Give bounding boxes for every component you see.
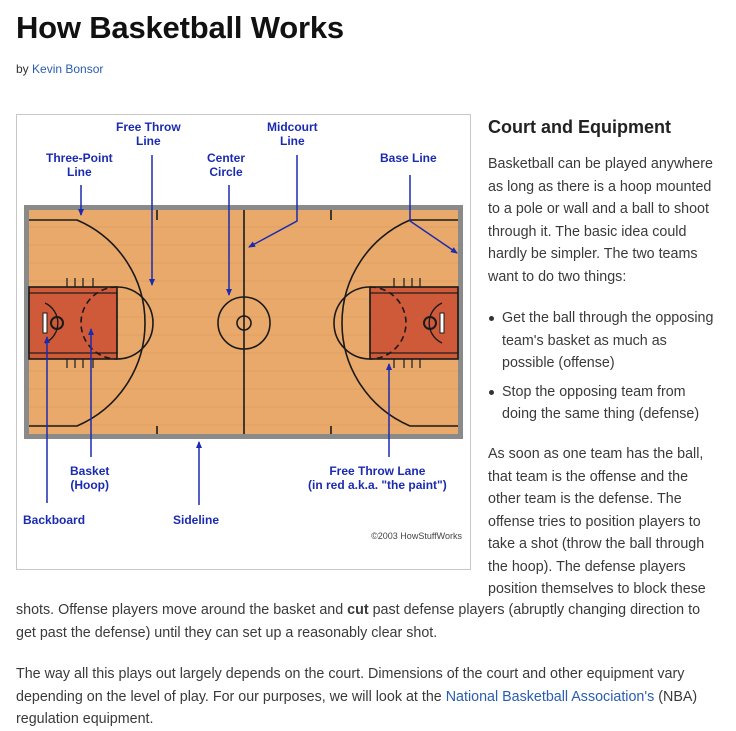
label-sideline: Sideline — [173, 513, 220, 527]
section-heading: Court and Equipment — [488, 117, 671, 137]
court-text: The way all this plays out largely depen… — [16, 666, 685, 705]
label-free-throw-lane: Free Throw Lane(in red a.k.a. "the paint… — [308, 464, 447, 492]
center-circle-mark — [217, 296, 271, 350]
continuation-paragraph: shots. Offense players move around the b… — [16, 599, 722, 644]
right-paint — [369, 286, 459, 360]
continuation-text-end: past defense players (abruptly changing … — [16, 602, 701, 641]
pointer-midcourt — [248, 155, 298, 248]
court-text-end: (NBA) regulation equipment. — [16, 688, 698, 728]
list-item: Get the ball through the opposing team's… — [488, 307, 723, 375]
left-hoop — [50, 316, 64, 330]
label-base-line: Base Line — [380, 151, 437, 165]
offense-paragraph: As soon as one team has the ball, that t… — [488, 446, 706, 597]
list-item: Stop the opposing team from doing the sa… — [488, 381, 723, 426]
left-paint — [28, 286, 118, 360]
label-backboard: Backboard — [23, 513, 86, 527]
continuation-text: shots. Offense players move around the b… — [16, 602, 348, 618]
right-hoop — [423, 316, 437, 330]
goals-list: Get the ball through the opposing team's… — [488, 307, 723, 432]
cut-term: cut — [347, 602, 369, 618]
page-title: How Basketball Works — [16, 10, 344, 45]
figure-copyright: ©2003 HowStuffWorks — [371, 531, 462, 541]
nba-link[interactable]: National Basketball Association's — [445, 688, 655, 705]
court-paragraph: The way all this plays out largely depen… — [16, 663, 722, 731]
author-link[interactable]: Kevin Bonsor — [32, 62, 104, 76]
right-backboard — [439, 312, 445, 334]
left-backboard — [42, 312, 48, 334]
byline-prefix: by — [16, 62, 29, 76]
intro-paragraph: Basketball can be played anywhere as lon… — [488, 156, 713, 285]
pointer-base-line — [409, 175, 458, 254]
byline: by Kevin Bonsor — [16, 62, 103, 76]
court-drawing — [24, 155, 463, 505]
label-basket: Basket(Hoop) — [70, 464, 110, 492]
